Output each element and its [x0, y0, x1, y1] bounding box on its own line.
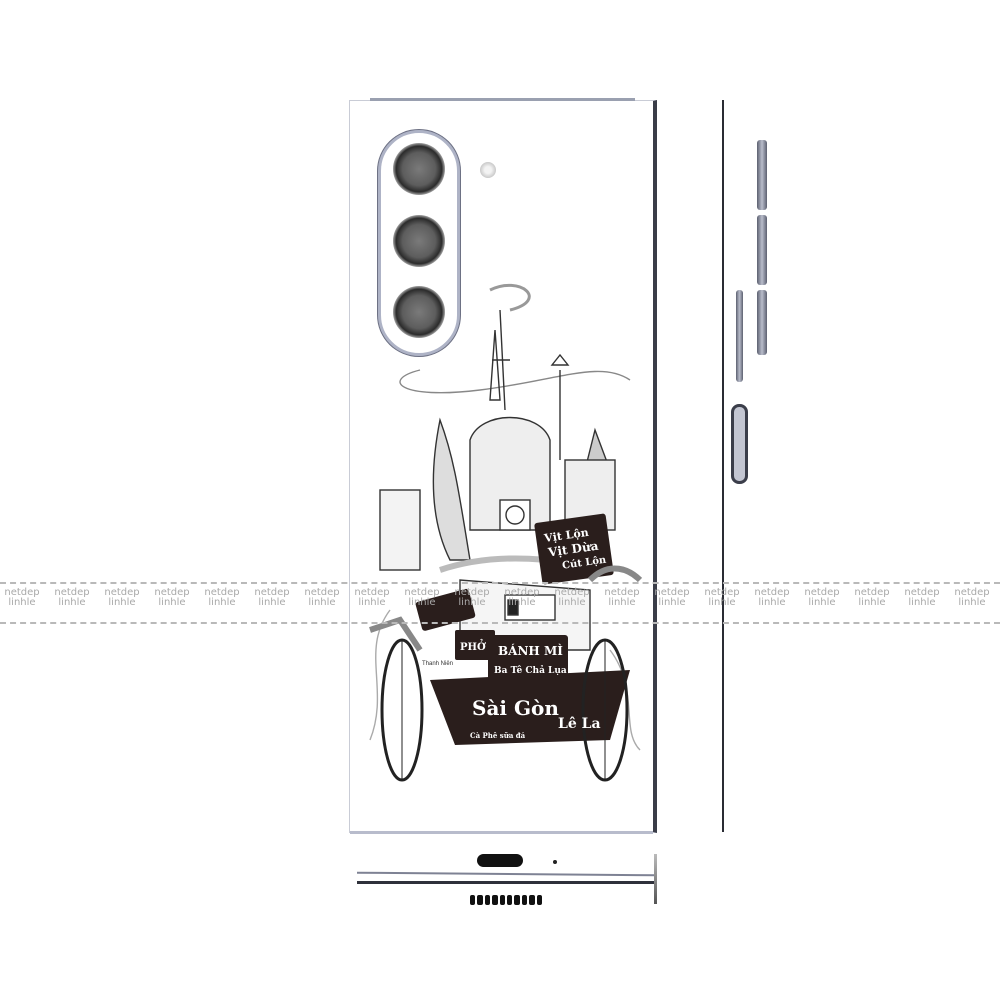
bottom-profile-tip	[654, 854, 657, 904]
camera-lens-icon	[393, 143, 445, 195]
side-key	[736, 290, 743, 382]
camera-module	[378, 130, 460, 356]
flash-icon	[480, 162, 496, 178]
label-le-la: Lê La	[558, 716, 601, 732]
label-ba-te: Ba Tê Chả Lụa	[494, 665, 567, 676]
label-banh-mi: BÁNH MÌ	[498, 643, 563, 658]
saigon-artwork: Vịt Lộn Vịt Dừa Cút Lộn PHỞ BÁNH MÌ Ba T…	[369, 283, 643, 782]
camera-lens-icon	[393, 215, 445, 267]
volume-button	[757, 215, 767, 285]
volume-button	[757, 140, 767, 210]
usb-port	[477, 854, 523, 867]
speaker-grille	[470, 895, 543, 905]
label-saigon: Sài Gòn	[472, 696, 559, 720]
fingerprint-button	[731, 404, 748, 484]
label-ca-phe: Cà Phê sữa đá	[470, 731, 526, 740]
side-profile	[722, 100, 724, 832]
bottom-edge	[350, 831, 653, 834]
top-edge	[370, 98, 635, 101]
label-pho: PHỞ	[460, 640, 486, 653]
bottom-profile-line	[357, 871, 657, 877]
microphone-hole	[553, 860, 557, 864]
bottom-profile-line	[357, 881, 657, 884]
side-button	[757, 290, 767, 355]
label-vit-lon: Vịt Lộn	[542, 526, 589, 545]
camera-lens-icon	[393, 286, 445, 338]
label-thanh-nien: Thanh Niên	[422, 661, 453, 667]
